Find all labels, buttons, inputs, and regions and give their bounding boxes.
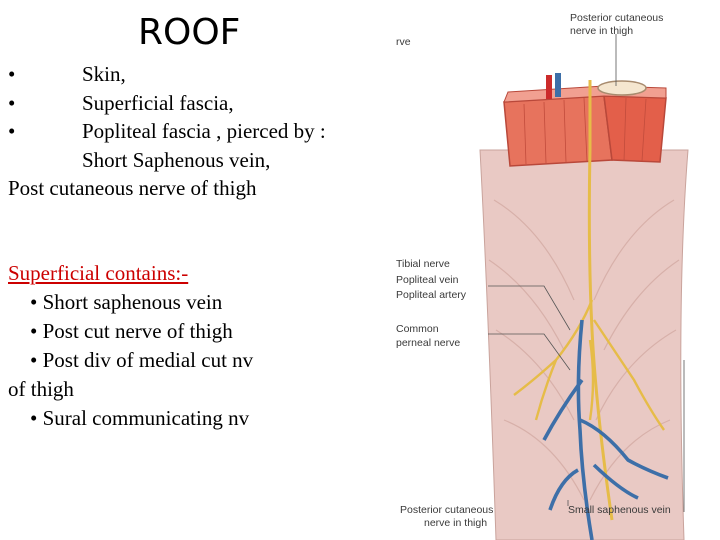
vessel-stub-vein (555, 73, 561, 97)
label-common-peroneal-1: Common (396, 323, 439, 335)
label-common-peroneal-2: perneal nerve (396, 337, 460, 349)
nerve-branches (513, 299, 665, 431)
label-rve: rve (396, 36, 411, 48)
label-small-saphenous-vein: Small saphenous vein (568, 504, 671, 516)
fascia-strands (488, 199, 680, 501)
label-post-cut-bottom-1: Posterior cutaneous (400, 504, 493, 516)
leg-skin (479, 149, 689, 540)
posterior-cutaneous-nerve (587, 80, 614, 521)
label-tibial-nerve: Tibial nerve (396, 258, 450, 270)
superficial-heading: Superficial contains:- (8, 261, 189, 285)
bullet: • (8, 119, 16, 143)
superficial-item-continuation: of thigh (8, 377, 74, 401)
roof-item-text: Skin, (82, 62, 126, 86)
superficial-item: • Post cut nerve of thigh (30, 319, 233, 343)
superficial-item: • Sural communicating nv (30, 406, 250, 430)
cut-muscles (503, 80, 667, 167)
label-popliteal-vein: Popliteal vein (396, 274, 459, 286)
superficial-item: • Post div of medial cut nv (30, 348, 254, 372)
label-post-cut-top-1: Posterior cutaneous (570, 12, 663, 24)
leader-lines (488, 34, 685, 512)
slide-title: ROOF (138, 12, 241, 53)
label-post-cut-top-2: nerve in thigh (570, 25, 633, 37)
superficial-contents: Superficial contains:- • Short saphenous… (8, 259, 253, 433)
roof-item-text: Superficial fascia, (82, 90, 234, 115)
bullet: • (8, 62, 16, 86)
bullet: • (8, 90, 16, 115)
small-saphenous-vein (542, 319, 669, 540)
label-popliteal-artery: Popliteal artery (396, 289, 467, 301)
roof-item-text: Popliteal fascia , pierced by : (82, 119, 326, 143)
pierced-post-cutaneous: Post cutaneous nerve of thigh (8, 176, 257, 200)
popliteal-fossa-illustration: rve Posterior cutaneous nerve in thigh T… (396, 12, 689, 540)
pierced-short-saphenous: Short Saphenous vein, (82, 147, 271, 172)
vessel-stub-artery (546, 75, 552, 99)
superficial-item: • Short saphenous vein (30, 290, 223, 314)
label-post-cut-bottom-2: nerve in thigh (424, 517, 487, 529)
